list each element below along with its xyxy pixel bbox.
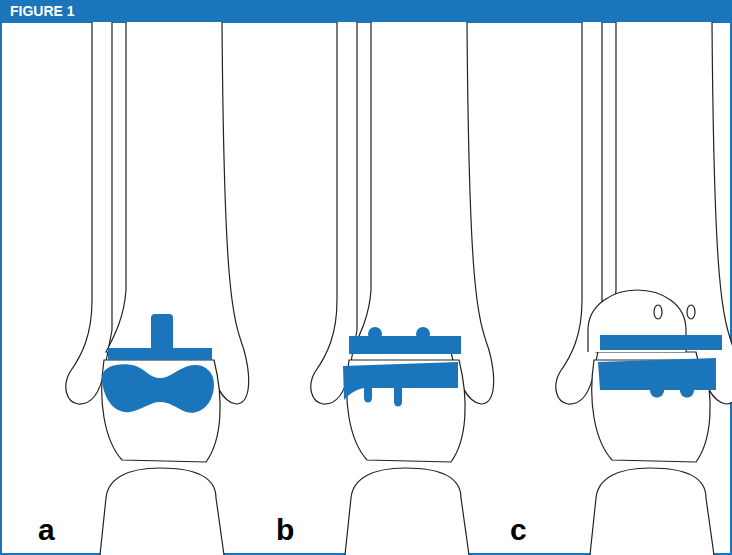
panel-letter: a (38, 514, 55, 546)
figure-title: FIGURE 1 (10, 2, 75, 20)
header-bar (0, 0, 732, 22)
panel-letter: c (510, 514, 527, 546)
panel-letter: b (276, 514, 294, 546)
